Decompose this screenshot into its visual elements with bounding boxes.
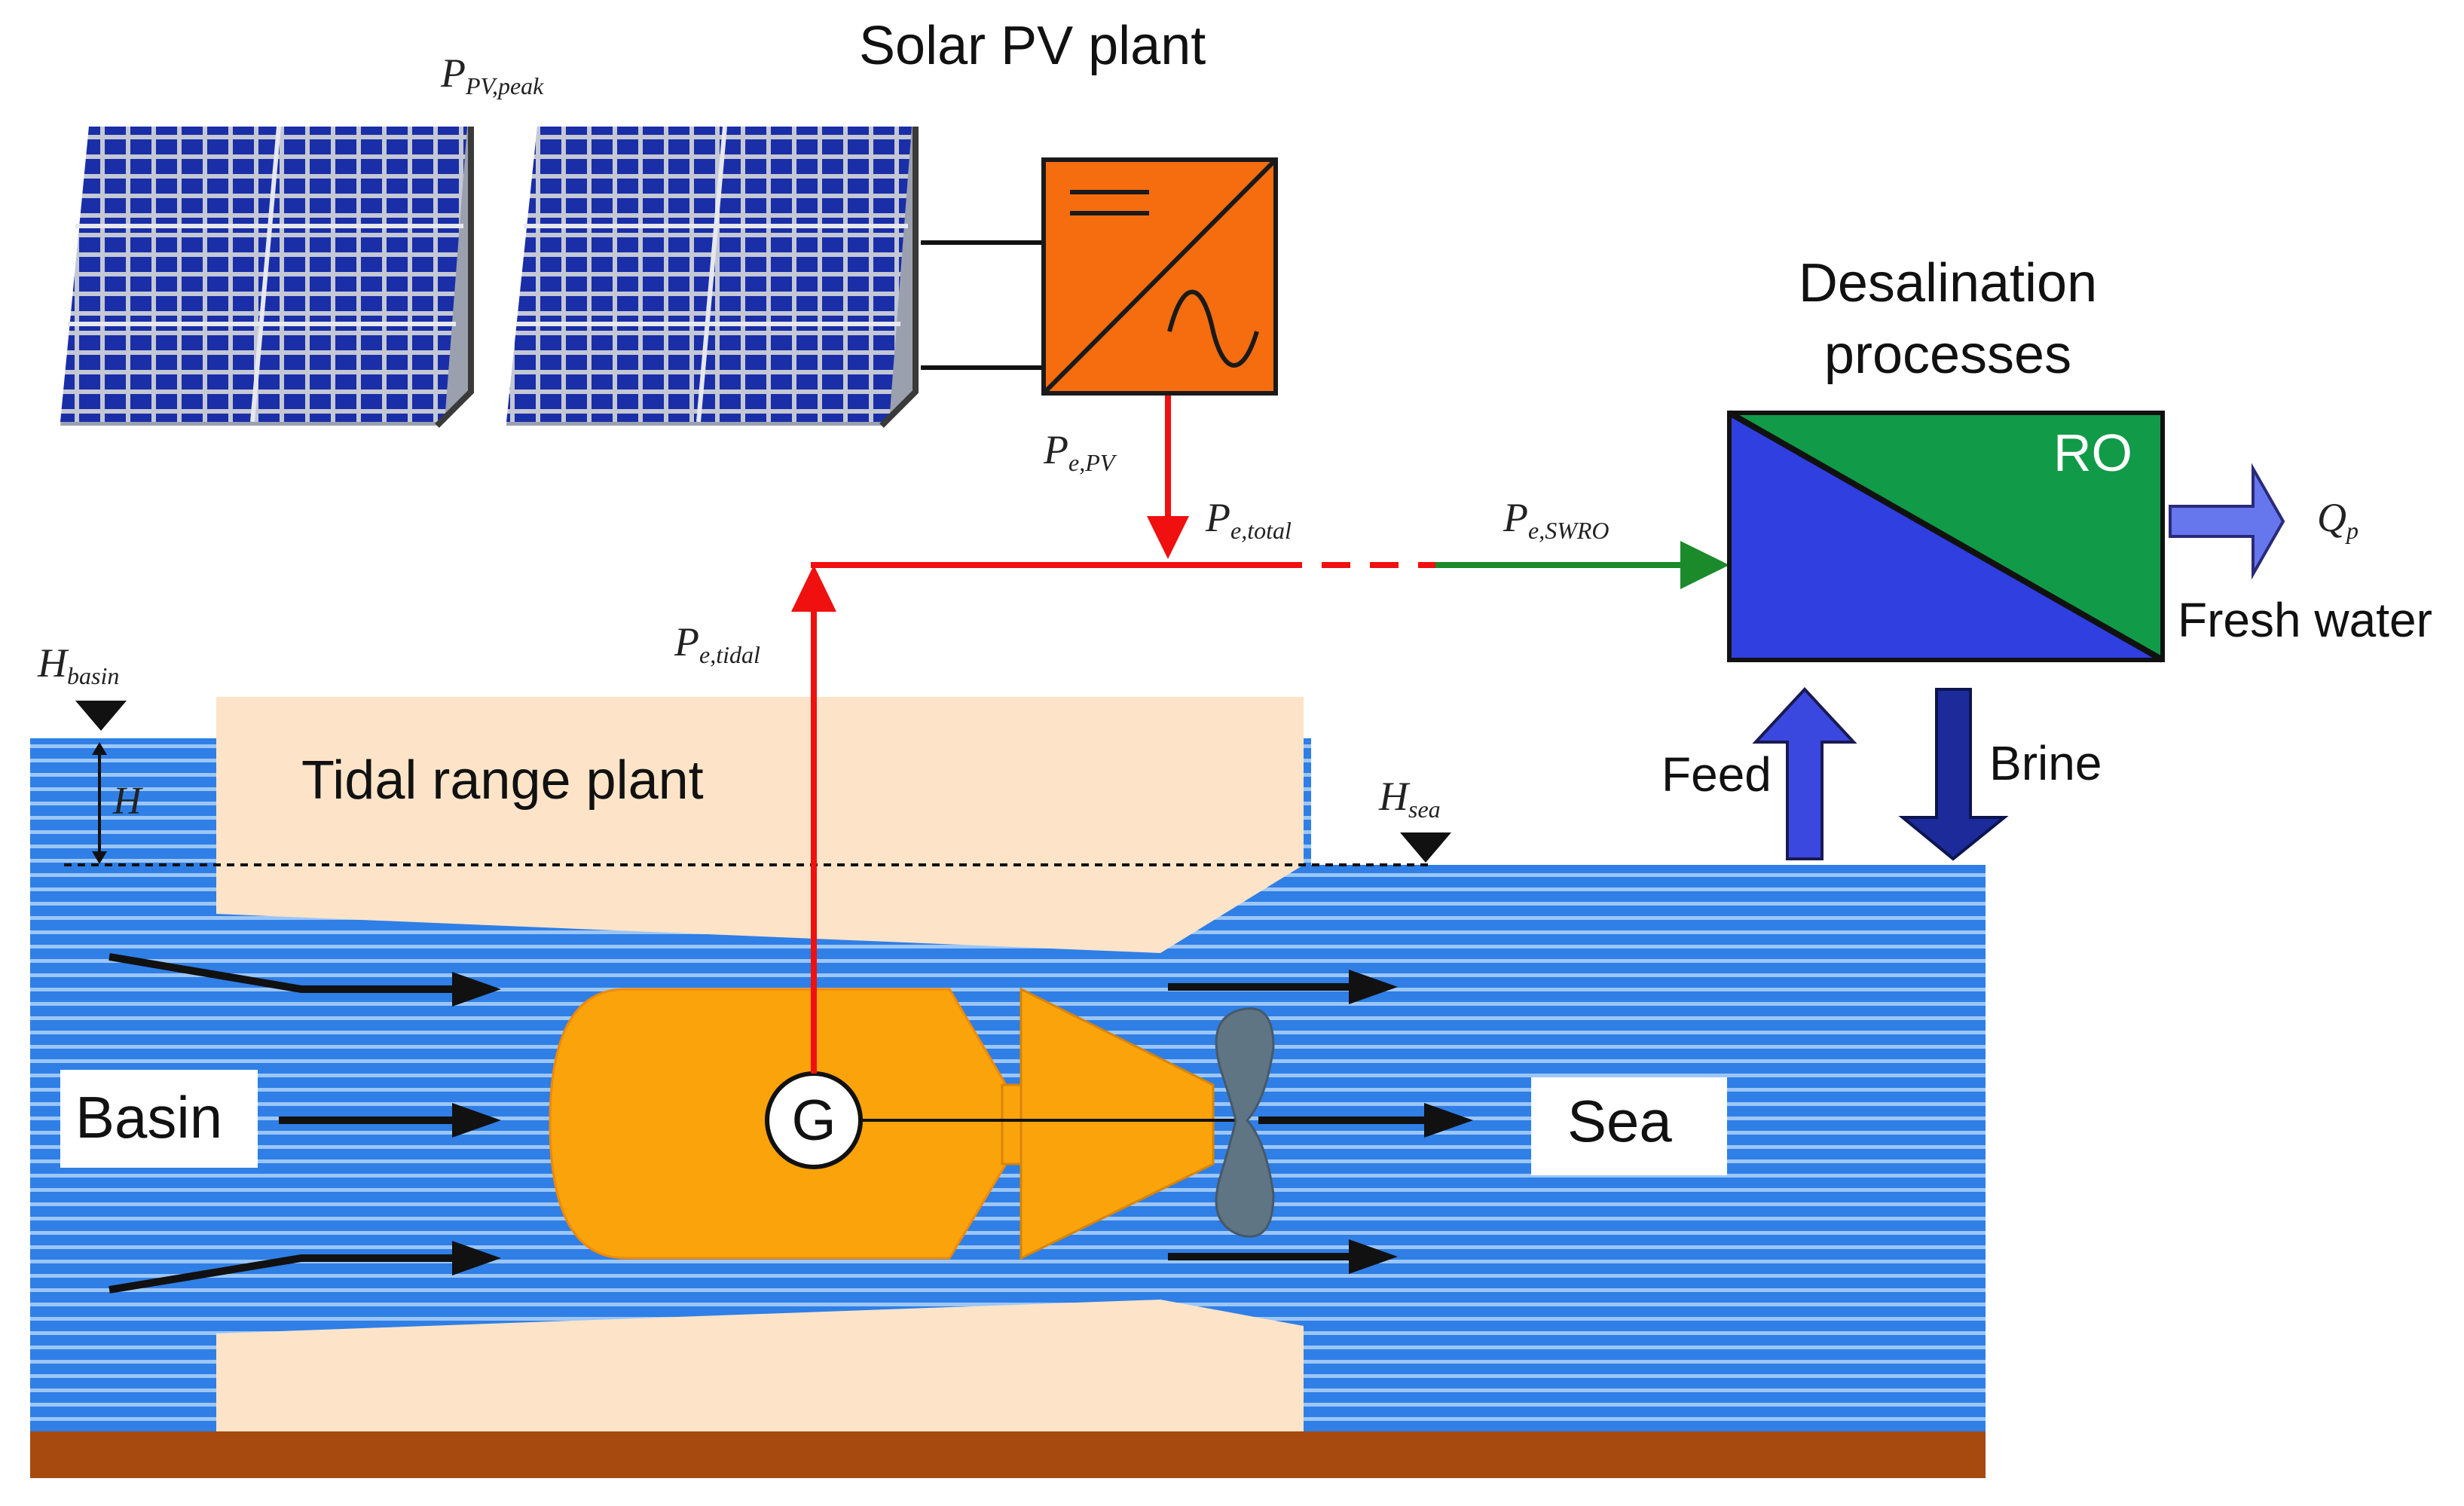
basin-label-box: Basin [60,1070,258,1168]
sea-label: Sea [1567,1088,1672,1154]
swro-power-arrowhead [1680,541,1729,589]
feed-label: Feed [1662,747,1772,802]
solar-panel-left [60,126,474,428]
solar-plant-title: Solar PV plant [859,16,1206,76]
p-e-total-symbol: Pe,total [1205,495,1292,544]
sea-level-triangle [1400,832,1451,863]
sea-label-box: Sea [1531,1077,1727,1175]
h-basin-marker: Hbasin [37,640,127,731]
desalination-title-line2: processes [1824,325,2071,385]
ro-unit: RO [1727,410,2165,663]
solar-panel-right [506,126,919,428]
tidal-power-arrowhead [791,565,836,612]
basin-label: Basin [75,1084,222,1150]
flow-arrows [109,953,1473,1294]
power-lines [791,393,1729,1074]
head-dimension: H [92,742,143,864]
h-sea-symbol: Hsea [1378,774,1441,823]
p-e-swro-symbol: Pe,SWRO [1503,495,1610,544]
q-p-symbol: Qp [2317,495,2359,544]
tidal-plant-structure [30,697,1986,1478]
p-e-tidal-symbol: Pe,tidal [674,619,760,668]
inflow-arrow-bottom [109,1254,452,1294]
feed-arrow [1752,687,1857,860]
fresh-water-label: Fresh water [2178,593,2432,647]
p-pv-peak-symbol: PPV,peak [440,50,544,99]
ro-label: RO [2053,423,2132,482]
tidal-plant-title: Tidal range plant [301,750,704,811]
fresh-water-arrow [2169,463,2285,580]
propeller-icon [1215,1007,1275,1238]
pv-power-arrowhead [1147,516,1189,559]
inflow-arrow-top [109,953,452,993]
brine-arrow [1898,688,2009,861]
h-basin-symbol: Hbasin [37,640,119,689]
turbine-cone [1020,987,1215,1260]
generator-label: G [791,1089,836,1153]
bulb-turbine: G [549,987,1275,1260]
basin-level-triangle [75,701,127,731]
lower-barrage [216,1300,1304,1431]
upper-barrage [216,697,1304,953]
p-e-pv-symbol: Pe,PV [1043,427,1117,476]
h-head-symbol: H [112,780,143,823]
seabed [30,1431,1986,1478]
desalination-title-line1: Desalination [1799,253,2097,313]
inverter-icon [1041,157,1278,396]
h-sea-marker: Hsea [1378,774,1451,863]
brine-label: Brine [1989,736,2102,790]
